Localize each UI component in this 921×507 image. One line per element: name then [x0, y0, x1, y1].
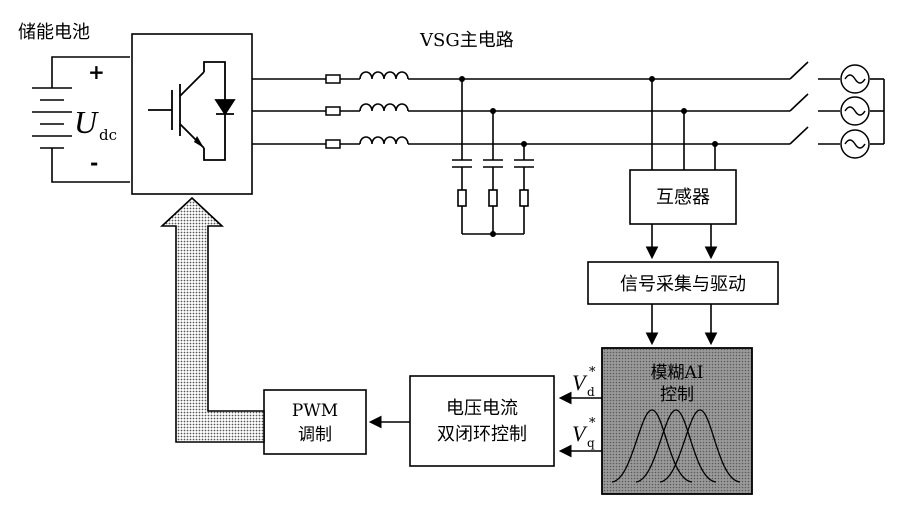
- dual-loop-label-line2: 双闭环控制: [437, 424, 527, 445]
- line-resistors: [326, 75, 340, 148]
- battery-plus-sign: +: [88, 60, 105, 84]
- signal-to-control-arrows: [652, 304, 711, 342]
- vq-ref-symbol: V: [572, 421, 588, 446]
- filter-capacitors: [452, 79, 534, 234]
- storage-battery-label: 储能电池: [18, 22, 90, 43]
- vd-ref-subscript: d: [587, 385, 595, 399]
- grid-switches: [790, 62, 884, 144]
- line-inductors: [360, 72, 408, 144]
- dual-loop-label-line1: 电压电流: [446, 398, 518, 419]
- pwm-label-line1: PWM: [292, 401, 338, 421]
- pwm-feedback-arrow: [162, 198, 264, 442]
- signal-acquisition-label: 信号采集与驱动: [620, 274, 746, 295]
- vsg-main-circuit-label: VSG主电路: [419, 30, 514, 51]
- vd-ref-superscript: *: [589, 365, 596, 380]
- dual-loop-control-box: [410, 376, 554, 466]
- vq-ref-subscript: q: [587, 436, 595, 450]
- battery-minus-sign: -: [90, 151, 98, 175]
- fuzzy-ai-label-line1: 模糊AI: [651, 363, 704, 383]
- udc-symbol: U: [74, 104, 99, 140]
- udc-subscript: dc: [99, 126, 117, 144]
- vq-ref-superscript: *: [589, 416, 596, 431]
- transformer-to-signal-arrows: [652, 224, 711, 256]
- transformer-label: 互感器: [656, 187, 710, 208]
- pwm-label-line2: 调制: [298, 425, 332, 445]
- sensing-taps: [652, 79, 715, 170]
- vd-ref-symbol: V: [572, 370, 588, 395]
- fuzzy-ai-label-line2: 控制: [660, 385, 694, 405]
- ac-source-icons: [841, 65, 869, 158]
